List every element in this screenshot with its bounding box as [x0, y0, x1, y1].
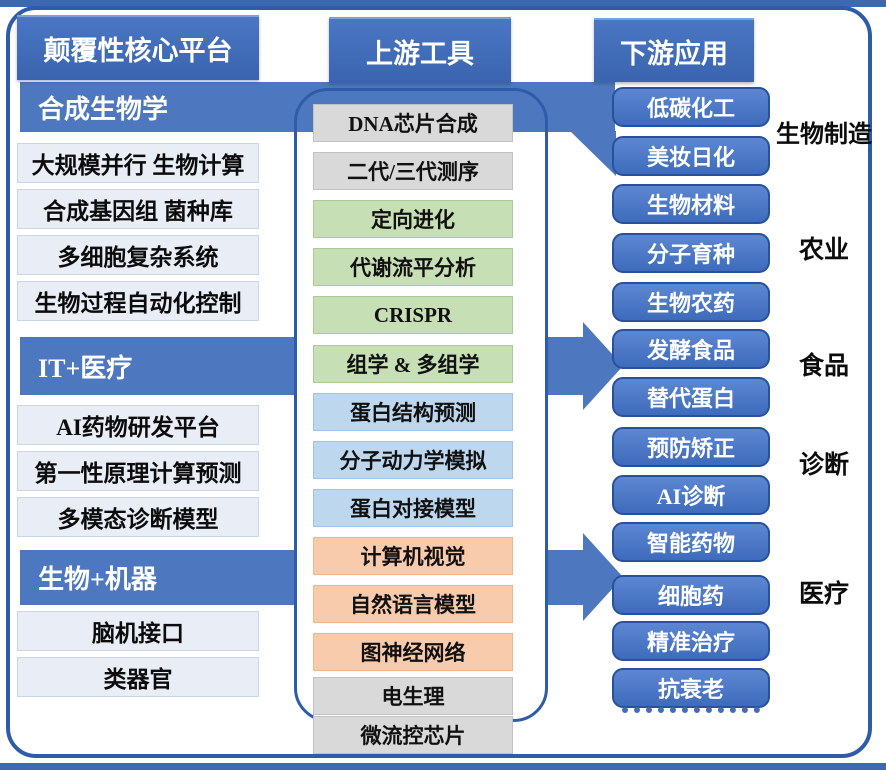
category-label: 医疗 — [798, 581, 849, 608]
tool-item: 组学 & 多组学 — [313, 345, 513, 383]
category-label: 农业 — [798, 237, 849, 264]
middle-column-header: 上游工具 — [329, 17, 511, 83]
tool-item: 计算机视觉 — [313, 537, 513, 575]
tool-item: DNA芯片合成 — [313, 104, 513, 142]
tool-item: CRISPR — [313, 296, 513, 334]
tool-item: 蛋白结构预测 — [313, 393, 513, 431]
tool-item: 蛋白对接模型 — [313, 489, 513, 527]
application-pill: 生物材料 — [612, 184, 770, 224]
left-item: 大规模并行 生物计算 — [17, 143, 259, 183]
category-label: 食品 — [798, 353, 849, 380]
tool-item: 图神经网络 — [313, 633, 513, 671]
right-column-header: 下游应用 — [594, 18, 754, 82]
tool-item: 定向进化 — [313, 200, 513, 238]
left-item: 合成基因组 菌种库 — [17, 189, 259, 229]
application-pill: 抗衰老 — [612, 668, 770, 713]
application-pill: 美妆日化 — [612, 136, 770, 176]
application-pill: AI诊断 — [612, 475, 770, 515]
application-pill: 智能药物 — [612, 522, 770, 562]
application-pill: 预防矫正 — [612, 427, 770, 467]
tool-item: 微流控芯片 — [313, 716, 513, 754]
left-item: 第一性原理计算预测 — [17, 451, 259, 491]
application-pill: 替代蛋白 — [612, 377, 770, 417]
application-pill: 低碳化工 — [612, 87, 770, 127]
left-item: 多细胞复杂系统 — [17, 235, 259, 275]
application-pill: 分子育种 — [612, 233, 770, 273]
bottom-edge-strip — [0, 763, 886, 770]
left-item: 类器官 — [17, 657, 259, 697]
category-label: 生物制造 — [776, 122, 872, 148]
application-pill: 发酵食品 — [612, 329, 770, 369]
category-label: 诊断 — [798, 452, 849, 479]
tool-item: 二代/三代测序 — [313, 152, 513, 190]
application-pill: 生物农药 — [612, 282, 770, 322]
left-item: 生物过程自动化控制 — [17, 281, 259, 321]
left-item: 多模态诊断模型 — [17, 497, 259, 537]
application-pill: 细胞药 — [612, 575, 770, 615]
tool-item: 代谢流平分析 — [313, 248, 513, 286]
tool-item: 分子动力学模拟 — [313, 441, 513, 479]
tool-item: 电生理 — [313, 677, 513, 715]
left-column-header: 颠覆性核心平台 — [17, 15, 259, 80]
application-pill: 精准治疗 — [612, 621, 770, 661]
top-edge-strip — [0, 0, 886, 7]
tool-item: 自然语言模型 — [313, 585, 513, 623]
left-item: 脑机接口 — [17, 611, 259, 651]
left-item: AI药物研发平台 — [17, 405, 259, 445]
